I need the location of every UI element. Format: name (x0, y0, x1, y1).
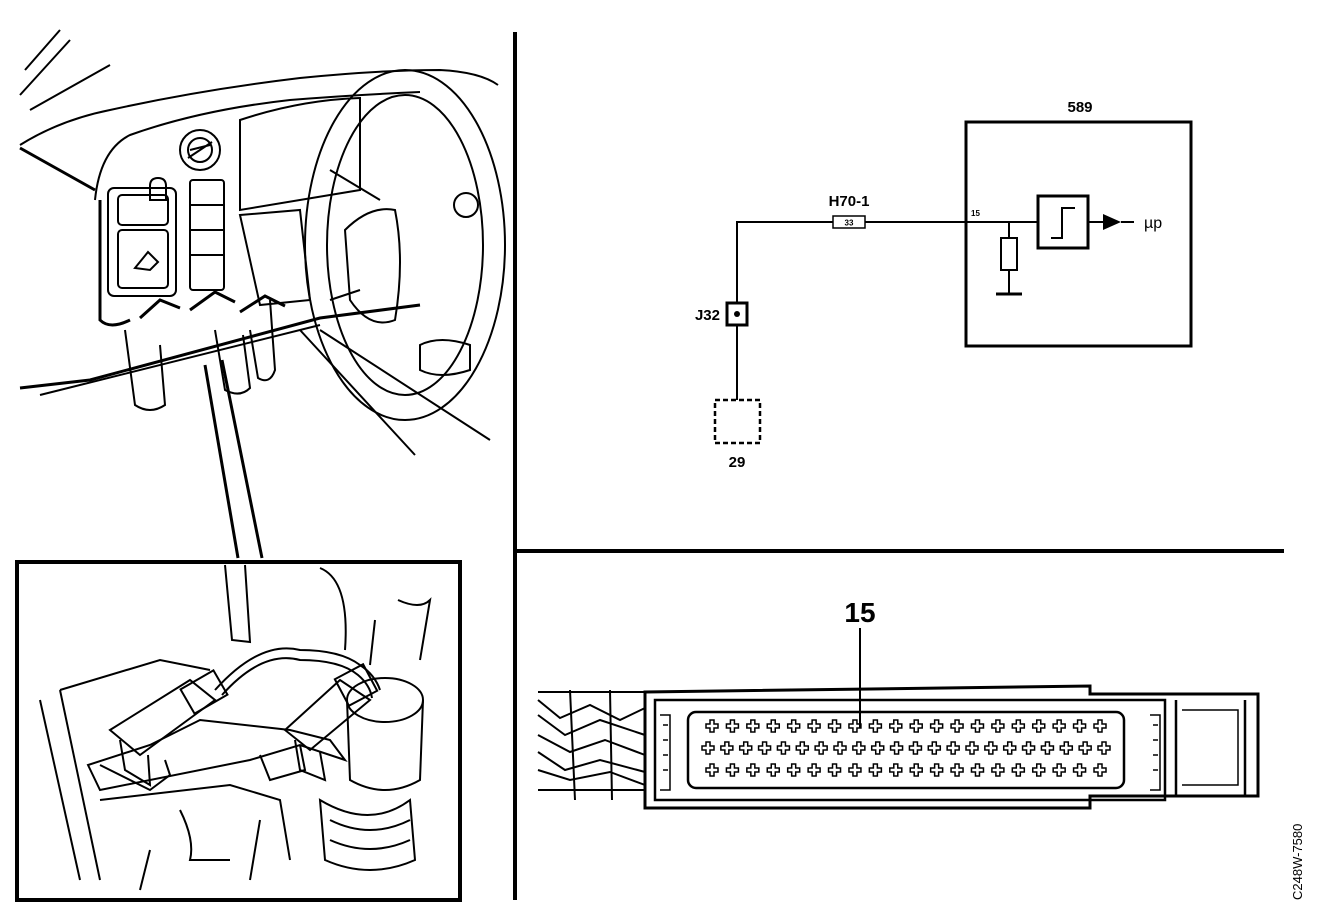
connector-pin (725, 763, 740, 777)
connector-pin (746, 763, 760, 777)
connector-pin (776, 741, 791, 755)
connector-pin (868, 719, 883, 733)
connector-pin (1093, 719, 1107, 733)
connector-pin (929, 763, 944, 777)
connector-pin (827, 763, 842, 777)
dashboard-location-illustration (19, 29, 506, 559)
wiring-schematic: 589 33 H70-1 15 µp J32 29 (695, 99, 1193, 471)
connector-pin (1021, 741, 1036, 755)
connector-pin (1078, 741, 1092, 755)
connector-pin (927, 741, 942, 755)
connector-pin (889, 763, 903, 777)
connector-pin (929, 719, 944, 733)
inline-connector-h70-1 (832, 215, 866, 229)
connector-pin (848, 719, 862, 733)
connector-pin (807, 763, 821, 777)
resistor-symbol (1000, 237, 1018, 271)
connector-pin (950, 719, 964, 733)
connector-pin (795, 741, 810, 755)
connector-pin (1059, 741, 1074, 755)
connector-pin (965, 741, 979, 755)
connector-pin (807, 719, 821, 733)
connector-pin (1072, 719, 1087, 733)
connector-closeup-inset (15, 560, 462, 902)
figure-code: C248W-7580 (1290, 824, 1305, 900)
connector-pin (701, 741, 715, 755)
connector-pin (909, 719, 923, 733)
connector-pin (1040, 741, 1055, 755)
connector-pin (991, 763, 1005, 777)
connector-pin (705, 763, 719, 777)
connector-pin (757, 741, 772, 755)
connector-pin (991, 719, 1005, 733)
microprocessor-label: µp (1144, 215, 1162, 232)
connector-pin (868, 763, 883, 777)
connector-pin (786, 719, 801, 733)
connector-pin (766, 763, 781, 777)
output-arrow-icon (1103, 214, 1121, 230)
connector-pin (946, 741, 960, 755)
connector-pin (1052, 763, 1066, 777)
module-pin-label: 15 (971, 209, 980, 218)
connector-pin (814, 741, 828, 755)
connector-pin (1031, 719, 1046, 733)
connector-pin (1011, 719, 1026, 733)
connector-pin (827, 719, 842, 733)
module-589-box (964, 120, 1193, 348)
connector-pin (984, 741, 998, 755)
connector-pin (746, 719, 760, 733)
reference-label: 29 (729, 454, 746, 471)
wire-harness (537, 689, 646, 801)
control-module-connector: 15 (537, 597, 1260, 810)
connector-pin (1002, 741, 1017, 755)
connector-pin (1031, 763, 1046, 777)
panel-dividers (513, 32, 1284, 900)
connector-pin (848, 763, 862, 777)
connector-pin (1097, 741, 1111, 755)
connector-pin (725, 719, 740, 733)
connector-pin (889, 741, 904, 755)
connector-pin (889, 719, 903, 733)
connector-pin (909, 763, 923, 777)
connector-pin (720, 741, 734, 755)
connector-pin (833, 741, 847, 755)
connector-pin (786, 763, 801, 777)
connector-pin (852, 741, 866, 755)
signal-wire (736, 221, 1038, 302)
connector-pin (705, 719, 719, 733)
connector-pin (1011, 763, 1026, 777)
connector-pin (970, 719, 985, 733)
connector-pin-number: 33 (845, 219, 854, 228)
connector-pin (970, 763, 985, 777)
connector-label: H70-1 (829, 193, 870, 210)
reference-box-29 (713, 398, 762, 445)
connector-pin (1052, 719, 1066, 733)
connector-pin (950, 763, 964, 777)
connector-pin-grid (701, 719, 1111, 777)
pin-callout: 15 (844, 597, 875, 628)
connector-pin (1093, 763, 1107, 777)
connector-pin (908, 741, 923, 755)
module-label: 589 (1067, 99, 1092, 116)
connector-pin (766, 719, 781, 733)
junction-label: J32 (695, 307, 720, 324)
connector-pin (870, 741, 885, 755)
connector-pin (1072, 763, 1087, 777)
connector-pin (738, 741, 753, 755)
